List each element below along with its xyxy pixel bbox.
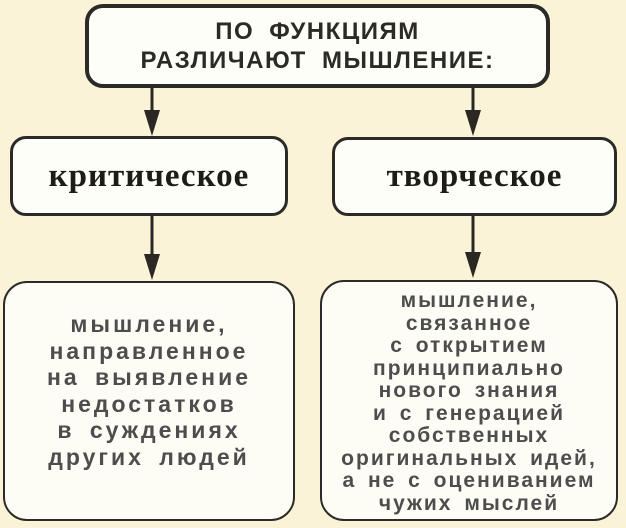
title-line-1: ПО ФУНКЦИЯМ <box>215 18 420 45</box>
title-box: ПО ФУНКЦИЯМ РАЗЛИЧАЮТ МЫШЛЕНИЕ: <box>85 4 550 88</box>
branch-label-critical: критическое <box>48 157 250 194</box>
arrow-down-to-creative-description-icon <box>463 216 483 278</box>
critical-desc-line: на выявление <box>46 364 252 390</box>
arrow-head <box>465 110 481 136</box>
arrow-shaft <box>471 216 475 258</box>
creative-desc-line: чужих мыслей <box>378 491 560 515</box>
critical-desc-line: мышление, <box>70 311 228 337</box>
critical-desc-line: других людей <box>48 443 250 470</box>
branch-box-creative: творческое <box>332 137 617 216</box>
branch-box-critical: критическое <box>10 136 288 216</box>
arrow-head <box>144 110 160 136</box>
arrow-head <box>144 254 160 280</box>
arrow-shaft <box>150 216 154 260</box>
description-box-creative: мышление, связанное с открытием принципи… <box>320 280 618 521</box>
critical-desc-line: в суждениях <box>57 417 241 443</box>
branch-label-creative: творческое <box>386 158 563 194</box>
creative-desc-line: связанное <box>405 311 533 335</box>
description-box-critical: мышление, направленное на выявление недо… <box>3 281 295 521</box>
creative-desc-line: мышление, <box>400 289 538 312</box>
creative-desc-line: собственных <box>388 424 550 447</box>
creative-desc-line: а не с оцениванием <box>342 469 596 492</box>
arrow-down-to-creative-icon <box>463 88 483 136</box>
critical-desc-line: недостатков <box>61 390 237 417</box>
creative-desc-line: нового знания <box>378 379 560 402</box>
creative-desc-line: принципиально <box>373 356 565 380</box>
arrow-shaft <box>150 88 154 116</box>
arrow-down-to-critical-icon <box>142 88 162 136</box>
critical-desc-line: направленное <box>49 337 249 364</box>
arrow-head <box>465 252 481 278</box>
creative-desc-line: и с генерацией <box>373 401 565 425</box>
creative-desc-line: оригинальных идей, <box>341 446 597 470</box>
title-line-2: РАЗЛИЧАЮТ МЫШЛЕНИЕ: <box>140 47 495 74</box>
creative-desc-line: с открытием <box>390 334 548 357</box>
arrow-shaft <box>471 88 475 116</box>
arrow-down-to-critical-description-icon <box>142 216 162 280</box>
